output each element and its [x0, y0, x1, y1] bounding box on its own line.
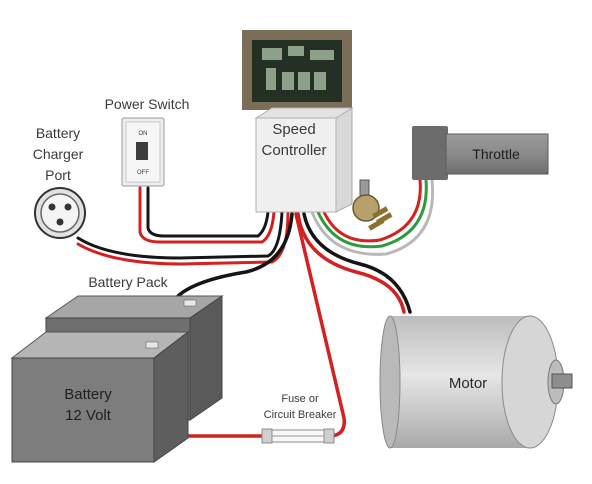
throttle-grip: [445, 133, 549, 175]
wire-motor-black: [302, 212, 412, 314]
battery-label-line1: Battery: [64, 386, 112, 403]
charger-label-line3: Port: [45, 167, 71, 183]
fuse-cap-right: [323, 428, 335, 444]
charger-label-line2: Charger: [33, 146, 84, 162]
battery-front-face: [11, 357, 155, 463]
switch-off-label: OFF: [137, 170, 149, 176]
controller-box-side: [335, 107, 353, 213]
battery-back-terminal: [183, 299, 197, 307]
wire-motor-red: [296, 212, 406, 314]
speed-controller: Speed Controller: [242, 30, 354, 213]
battery-label-line2: 12 Volt: [65, 407, 112, 424]
fuse-label-line2: Circuit Breaker: [264, 409, 337, 421]
charger-pin: [56, 218, 64, 226]
charger-port-face: [40, 193, 80, 233]
battery-pack: Battery Pack Battery 12 Volt: [10, 274, 224, 463]
motor-end-left: [379, 315, 401, 449]
motor: Motor: [379, 315, 573, 449]
battery-pack-label: Battery Pack: [88, 274, 168, 290]
throttle-collar: [412, 126, 448, 180]
wire-switch-black: [146, 186, 270, 238]
power-switch-label: Power Switch: [105, 96, 190, 112]
fuse-label-line1: Fuse or: [281, 393, 319, 405]
charger-port: Battery Charger Port: [33, 125, 86, 239]
pot-terminal: [372, 206, 389, 219]
throttle: Throttle: [412, 126, 549, 180]
motor-shaft: [551, 373, 573, 389]
motor-label: Motor: [449, 375, 487, 392]
switch-toggle: [136, 142, 148, 160]
fuse-cap-left: [261, 428, 273, 444]
throttle-label: Throttle: [472, 146, 520, 162]
wire-fuse-red: [294, 212, 346, 438]
power-switch: Power Switch ON OFF: [105, 96, 190, 187]
wire-throttle-white: [310, 178, 435, 256]
battery-front-terminal: [145, 341, 159, 349]
controller-label-line1: Speed: [272, 121, 315, 138]
wire-throttle-green: [316, 178, 428, 249]
charger-pin: [48, 203, 56, 211]
charger-label-line1: Battery: [36, 125, 80, 141]
controller-label-line2: Controller: [261, 142, 326, 159]
wire-throttle-red: [322, 178, 422, 243]
pot-terminal: [368, 218, 385, 231]
potentiometer: [352, 179, 393, 231]
controller-box-top: [254, 107, 354, 119]
controller-board-chips: [262, 46, 334, 90]
wire-charger-black: [76, 210, 284, 260]
wire-switch-red: [138, 186, 276, 244]
charger-pin: [64, 203, 72, 211]
fuse: Fuse or Circuit Breaker: [261, 393, 337, 444]
switch-on-label: ON: [139, 131, 148, 137]
wire-battery-black: [176, 212, 294, 298]
battery-back-side: [189, 295, 223, 421]
